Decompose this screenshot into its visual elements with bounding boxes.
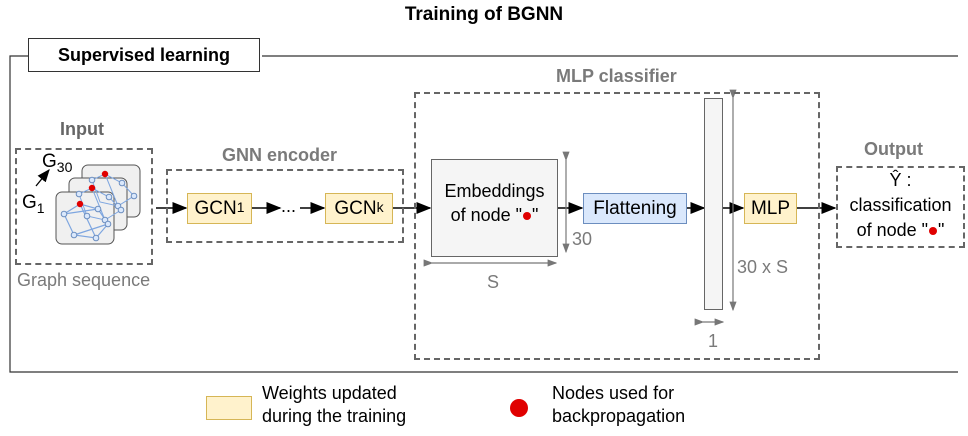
output-box xyxy=(836,166,965,248)
supervised-frame xyxy=(9,55,958,373)
diagram-title: Training of BGNN xyxy=(404,4,564,25)
g1-label: G1 xyxy=(22,192,45,216)
flattening-block: Flattening xyxy=(583,193,687,224)
output-header: Output xyxy=(864,139,923,159)
flattened-vector xyxy=(704,98,723,310)
legend-weights-text: Weights updated during the training xyxy=(262,383,407,426)
red-node-dot xyxy=(523,212,532,221)
embeddings-block: Embeddings of node "" xyxy=(431,159,558,257)
legend-node-dot-icon xyxy=(510,399,528,417)
supervised-learning-label: Supervised learning xyxy=(28,38,260,72)
embeddings-width-label: S xyxy=(487,272,500,292)
output-yhat: Ŷ : xyxy=(889,170,912,190)
embeddings-line1: Embeddings xyxy=(444,181,545,201)
input-box xyxy=(15,148,153,265)
output-line3: of node "" xyxy=(856,220,945,240)
legend-weights-swatch xyxy=(206,396,252,420)
gnn-encoder-box xyxy=(166,169,404,243)
mlp-block: MLP xyxy=(744,193,797,224)
gcn-ellipsis: ... xyxy=(281,196,297,216)
vector-height-label: 30 x S xyxy=(737,257,789,277)
graph-sequence-caption: Graph sequence xyxy=(17,270,151,290)
g30-label: G30 xyxy=(42,151,73,175)
output-text: Ŷ : classification of node "" xyxy=(836,168,965,243)
mlp-classifier-header: MLP classifier xyxy=(556,66,677,86)
mlp-classifier-box xyxy=(414,92,820,360)
red-node-dot xyxy=(929,227,938,236)
vector-width-label: 1 xyxy=(708,331,719,351)
embeddings-height-label: 30 xyxy=(572,229,593,249)
embeddings-line2: of node "" xyxy=(450,205,539,225)
input-header: Input xyxy=(60,119,104,139)
gnn-encoder-header: GNN encoder xyxy=(222,145,338,165)
output-line2: classification xyxy=(849,195,952,215)
legend-nodes-text: Nodes used for backpropagation xyxy=(552,383,686,426)
